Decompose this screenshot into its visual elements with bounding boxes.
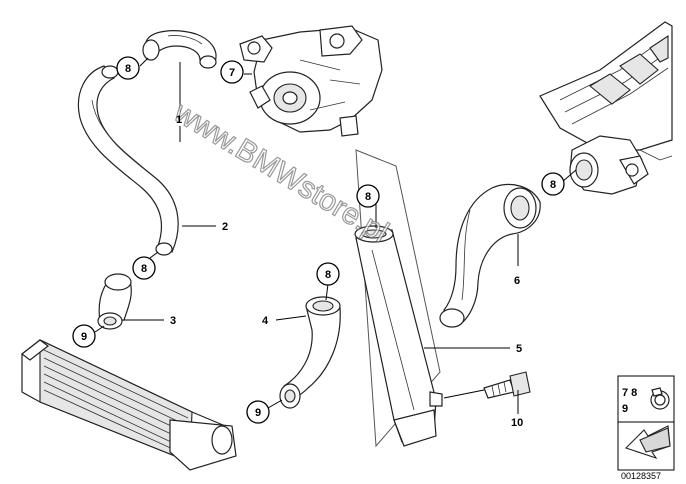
turbocharger: [239, 25, 383, 137]
callout-9-left[interactable]: 9: [72, 324, 96, 348]
callout-label: 7: [229, 67, 235, 79]
throttle-body: [569, 135, 649, 195]
hose-part-2: [77, 65, 179, 256]
callout-9-bottom[interactable]: 9: [246, 400, 270, 424]
callout-label: 9: [81, 331, 87, 343]
legend-line-1: 7 8: [622, 387, 637, 399]
hose-part-4: [279, 296, 341, 409]
intake-manifold: [539, 21, 673, 161]
reference-number: 00128357: [621, 471, 661, 481]
legend-line-2: 9: [622, 403, 628, 415]
leader-lines: [94, 57, 577, 414]
hose-part-1: [142, 30, 217, 69]
callout-label: 8: [125, 63, 131, 75]
temperature-sensor-10: [483, 371, 531, 399]
part-label-6[interactable]: 6: [514, 275, 520, 287]
callout-8-right[interactable]: 8: [541, 172, 565, 196]
hose-part-6: [439, 183, 541, 328]
part-label-1[interactable]: 1: [176, 114, 182, 126]
part-label-2[interactable]: 2: [222, 221, 228, 233]
hose-part-3: [97, 273, 132, 330]
callout-label: 9: [255, 407, 261, 419]
callout-8-top-left[interactable]: 8: [116, 56, 140, 80]
part-label-10[interactable]: 10: [511, 417, 523, 429]
intercooler: [21, 339, 237, 471]
callout-8-mid-left[interactable]: 8: [132, 256, 156, 280]
part-label-4[interactable]: 4: [262, 315, 269, 327]
callout-label: 8: [141, 263, 147, 275]
part-label-3[interactable]: 3: [170, 315, 176, 327]
callout-7[interactable]: 7: [220, 60, 244, 84]
callout-8-pipe[interactable]: 8: [356, 184, 380, 208]
arrow-icon: [624, 425, 671, 460]
callout-8-center[interactable]: 8: [316, 262, 340, 286]
legend-box: 7 8 9: [617, 375, 675, 471]
callout-label: 8: [325, 269, 331, 281]
hose-clamp-icon: [650, 387, 670, 410]
charge-air-pipe-5: [354, 149, 443, 448]
part-label-5[interactable]: 5: [516, 343, 522, 355]
callout-label: 8: [550, 179, 556, 191]
callout-label: 8: [365, 191, 371, 203]
